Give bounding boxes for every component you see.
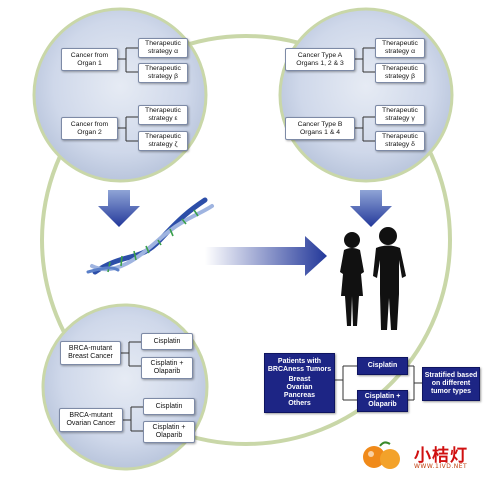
target-cisplatin-olaparib-brcaness: Cisplatin + Olaparib	[357, 390, 408, 412]
connectors-bottom-right	[335, 365, 422, 401]
target-cisplatin-olaparib-breast: Cisplatin + Olaparib	[141, 357, 193, 379]
target-cisplatin-ovarian: Cisplatin	[143, 398, 195, 415]
source-cancer-type-b: Cancer Type B Organs 1 & 4	[285, 117, 355, 140]
target-strategy-zeta: Therapeutic strategy ζ	[138, 131, 188, 151]
source-cancer-type-a: Cancer Type A Organs 1, 2 & 3	[285, 48, 355, 71]
source-brca-ovarian: BRCA-mutant Ovarian Cancer	[59, 408, 123, 432]
connectors-top-right	[355, 47, 375, 142]
target-cisplatin-olaparib-ovarian: Cisplatin + Olaparib	[143, 421, 195, 443]
dna-helix-icon	[86, 197, 214, 275]
patients-silhouette-icon	[340, 227, 406, 330]
logo-text: 小桔灯	[414, 446, 468, 466]
source-cancer-organ-2: Cancer from Organ 2	[61, 117, 118, 140]
brcaness-patients-box: Patients with BRCAness Tumors Breast Ova…	[264, 353, 335, 413]
connector-ring	[40, 34, 452, 446]
circle-top-left	[32, 7, 208, 183]
right-arrow	[205, 236, 327, 276]
brcaness-title: Patients with BRCAness Tumors	[267, 358, 332, 373]
target-strategy-beta: Therapeutic strategy β	[138, 63, 188, 83]
site-logo	[363, 441, 400, 469]
target-strategy-beta-right: Therapeutic strategy β	[375, 63, 425, 83]
source-cancer-organ-1: Cancer from Organ 1	[61, 48, 118, 71]
target-strategy-delta: Therapeutic strategy δ	[375, 131, 425, 151]
target-strategy-alpha: Therapeutic strategy α	[138, 38, 188, 58]
target-strategy-alpha-right: Therapeutic strategy α	[375, 38, 425, 58]
down-arrow-left	[98, 190, 140, 227]
circle-top-right	[278, 7, 454, 183]
circle-bottom-left	[41, 303, 209, 471]
stratified-result-box: Stratified based on different tumor type…	[422, 367, 480, 401]
target-cisplatin-breast: Cisplatin	[141, 333, 193, 350]
target-cisplatin-brcaness: Cisplatin	[357, 357, 408, 375]
connectors-bottom-left	[121, 341, 143, 432]
connectors-top-left	[118, 47, 138, 142]
logo-url: WWW.1IVD.NET	[414, 463, 468, 470]
target-strategy-gamma: Therapeutic strategy γ	[375, 105, 425, 125]
target-strategy-epsilon: Therapeutic strategy ε	[138, 105, 188, 125]
brcaness-tumor-types: Breast Ovarian Pancreas Others	[283, 376, 316, 407]
source-brca-breast: BRCA-mutant Breast Cancer	[60, 341, 121, 365]
down-arrow-right	[350, 190, 392, 227]
